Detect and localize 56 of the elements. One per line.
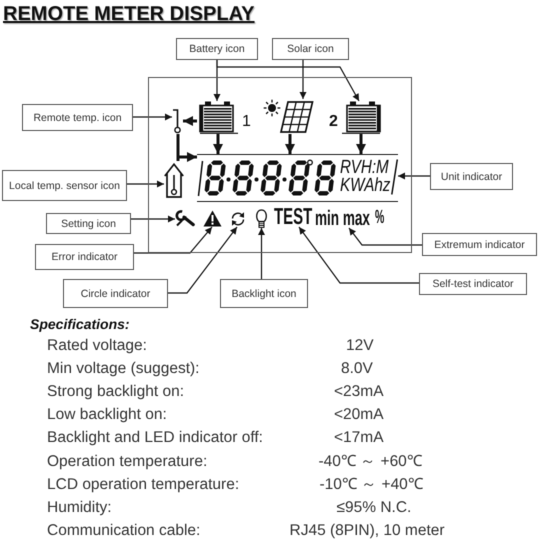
arrow xyxy=(216,60,360,102)
section-heading: Specifications: xyxy=(30,316,130,333)
spec-value: 8.0V xyxy=(341,360,373,378)
callout-label: Error indicator xyxy=(35,244,134,270)
spec-label: LCD operation temperature: xyxy=(47,476,240,494)
spec-label: Low backlight on: xyxy=(47,406,167,424)
spec-value: <23mA xyxy=(334,383,384,402)
battery-number: 2 xyxy=(329,114,338,130)
callout-label: Self-test indicator xyxy=(419,273,527,295)
lcd-display-frame xyxy=(148,77,412,253)
spec-label: Humidity: xyxy=(47,498,112,517)
arrow xyxy=(300,60,306,99)
lcd-indicator-text: TEST xyxy=(274,206,312,227)
spec-label: Rated voltage: xyxy=(47,337,147,355)
spec-value: <17mA xyxy=(334,429,384,448)
lcd-indicator-text: % xyxy=(375,208,384,227)
arrow xyxy=(356,134,366,154)
spec-value: -10℃ ～ +40℃ xyxy=(320,476,423,494)
lcd-indicator-text: min max xyxy=(315,209,370,228)
unit-symbols: RVH:M xyxy=(340,158,389,176)
spec-label: Communication cable: xyxy=(47,522,200,540)
spec-label: Min voltage (suggest): xyxy=(47,360,200,378)
spec-value: ≤95% N.C. xyxy=(336,498,412,517)
spec-label: Backlight and LED indicator off: xyxy=(47,429,263,448)
callout-label: Local temp. sensor icon xyxy=(2,170,127,201)
arrow xyxy=(134,226,212,254)
spec-value: <20mA xyxy=(334,406,384,424)
arrow xyxy=(398,172,430,180)
callout-label: Circle indicator xyxy=(63,279,168,308)
arrow xyxy=(258,228,265,279)
arrow xyxy=(168,226,238,294)
spec-value: RJ45 (8PIN), 10 meter xyxy=(290,522,445,540)
unit-symbols: KWAhz xyxy=(340,176,390,194)
arrow xyxy=(127,180,164,188)
callout-label: Battery icon xyxy=(176,38,258,60)
arrow xyxy=(133,114,172,120)
lcd-readout-panel xyxy=(197,154,398,202)
spec-label: Strong backlight on: xyxy=(47,383,184,402)
spec-value: -40℃ ～ +60℃ xyxy=(318,452,422,470)
callout-label: Backlight icon xyxy=(220,279,308,308)
callout-label: Solar icon xyxy=(272,38,349,60)
callout-label: Unit indicator xyxy=(430,163,513,190)
callout-label: Setting icon xyxy=(46,213,131,234)
spec-value: 12V xyxy=(346,337,374,355)
arrow xyxy=(298,226,419,284)
battery-number: 1 xyxy=(242,114,251,130)
arrow xyxy=(176,134,197,162)
arrow xyxy=(348,228,422,246)
diagram-title: REMOTE METER DISPLAY xyxy=(3,2,255,27)
spec-label: Operation temperature: xyxy=(47,452,208,470)
callout-label: Extremum indicator xyxy=(422,233,537,256)
arrow xyxy=(285,134,295,154)
arrow xyxy=(213,134,223,154)
arrow xyxy=(131,216,175,222)
callout-label: Remote temp. icon xyxy=(22,104,133,131)
arrow xyxy=(183,116,197,126)
